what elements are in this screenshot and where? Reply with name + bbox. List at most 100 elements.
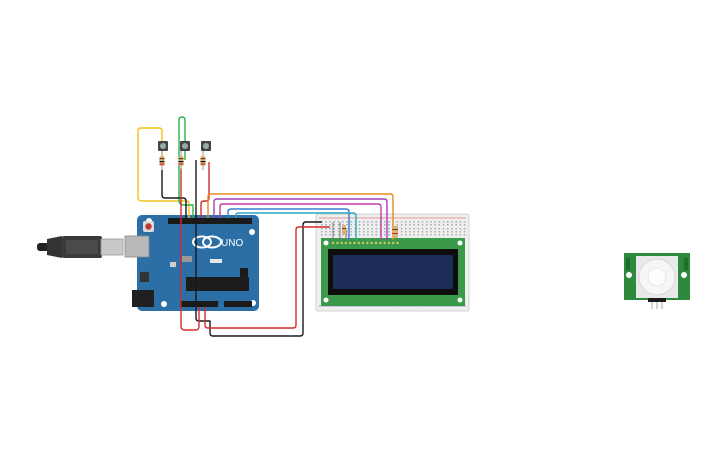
lcd-pin[interactable]	[396, 241, 399, 245]
lcd-pin[interactable]	[366, 241, 369, 245]
breadboard-hole	[371, 221, 373, 223]
wire-red-5v[interactable]	[200, 162, 210, 218]
breadboard-hole	[413, 228, 415, 230]
wires	[137, 116, 394, 337]
breadboard-hole	[438, 234, 441, 236]
breadboard-hole	[367, 228, 369, 230]
wire-orange[interactable]	[207, 193, 394, 240]
wire-red-5v[interactable]	[180, 168, 200, 331]
potentiometer-icon[interactable]	[392, 226, 398, 238]
wire-purple[interactable]	[213, 198, 388, 240]
breadboard-hole	[426, 228, 428, 230]
lcd-pin[interactable]	[383, 241, 386, 245]
breadboard-hole	[375, 224, 378, 226]
wire-yellow[interactable]	[137, 127, 190, 218]
resistor-icon[interactable]	[178, 151, 184, 170]
breadboard-hole	[459, 228, 462, 230]
breadboard-hole	[396, 224, 399, 226]
microcontroller-chip	[186, 277, 249, 291]
breadboard-hole	[447, 228, 449, 230]
breadboard-hole	[434, 228, 436, 230]
breadboard-hole	[333, 228, 336, 230]
breadboard-hole	[459, 231, 462, 233]
lcd-screen	[333, 255, 453, 289]
analog-header[interactable]	[224, 301, 252, 307]
pushbutton-icon[interactable]	[201, 141, 211, 151]
breadboard-hole	[325, 228, 327, 230]
resistor-icon[interactable]	[159, 151, 165, 170]
usb-cable-icon[interactable]	[37, 236, 124, 258]
wire-magenta[interactable]	[219, 203, 382, 240]
breadboard-hole	[371, 234, 373, 236]
breadboard-hole	[375, 234, 378, 236]
wire-red-5v[interactable]	[204, 226, 330, 329]
lcd-pin[interactable]	[379, 241, 382, 245]
breadboard-hole	[447, 221, 449, 223]
breadboard-hole	[438, 224, 441, 226]
pushbutton-icon[interactable]	[180, 141, 190, 151]
breadboard-hole	[409, 224, 411, 226]
breadboard-hole	[363, 221, 365, 223]
breadboard-hole	[451, 231, 453, 233]
lcd-pin[interactable]	[349, 241, 352, 245]
breadboard-hole	[463, 224, 466, 226]
pir-motion-sensor[interactable]	[624, 253, 690, 309]
breadboard-hole	[451, 221, 453, 223]
wire-blue[interactable]	[227, 208, 350, 240]
breadboard-hole	[333, 234, 336, 236]
breadboard-hole	[363, 234, 365, 236]
breadboard-hole	[455, 234, 457, 236]
arduino-uno-board[interactable]: UNO	[124, 215, 259, 311]
breadboard-hole	[363, 231, 365, 233]
breadboard-hole	[442, 221, 445, 223]
breadboard-hole	[371, 231, 373, 233]
breadboard-hole	[384, 224, 386, 226]
breadboard-hole	[371, 228, 373, 230]
lcd-pin[interactable]	[331, 241, 335, 245]
breadboard-hole	[405, 224, 407, 226]
breadboard-hole	[329, 224, 331, 226]
breadboard-hole	[451, 234, 453, 236]
resistor-icon[interactable]	[342, 225, 346, 235]
breadboard-hole	[409, 221, 411, 223]
breadboard-hole	[413, 234, 415, 236]
breadboard-hole	[325, 221, 327, 223]
wire-black-ground[interactable]	[161, 170, 187, 218]
lcd-display-16x2[interactable]	[321, 238, 465, 306]
breadboard-hole	[329, 228, 331, 230]
breadboard-hole	[363, 228, 365, 230]
lcd-pin[interactable]	[336, 241, 339, 245]
breadboard-hole	[325, 224, 327, 226]
pushbutton-icon[interactable]	[158, 141, 168, 151]
lcd-pin[interactable]	[357, 241, 360, 245]
lcd-pin[interactable]	[392, 241, 395, 245]
breadboard-hole	[442, 224, 445, 226]
breadboard-hole	[426, 221, 428, 223]
breadboard-hole	[321, 224, 323, 226]
pushbutton-group	[158, 141, 211, 151]
lcd-pin[interactable]	[361, 241, 365, 245]
lcd-pin[interactable]	[340, 241, 343, 245]
resistor-icon[interactable]	[200, 151, 206, 170]
lcd-pin[interactable]	[387, 241, 391, 245]
breadboard-hole	[455, 231, 457, 233]
lcd-pin[interactable]	[374, 241, 378, 245]
lcd-pin[interactable]	[353, 241, 356, 245]
breadboard-hole	[384, 234, 386, 236]
breadboard-hole	[434, 224, 436, 226]
power-header[interactable]	[180, 301, 218, 307]
lcd-pin[interactable]	[370, 241, 373, 245]
breadboard-hole	[388, 221, 390, 223]
breadboard-hole	[329, 234, 331, 236]
breadboard-hole	[463, 234, 466, 236]
breadboard-hole	[337, 228, 340, 230]
digital-header[interactable]	[168, 218, 252, 224]
breadboard-hole	[342, 224, 344, 226]
breadboard-hole	[417, 231, 420, 233]
breadboard-hole	[321, 231, 323, 233]
lcd-pin[interactable]	[344, 241, 348, 245]
breadboard-hole	[367, 221, 369, 223]
breadboard-hole	[400, 228, 403, 230]
wire-cyan[interactable]	[235, 212, 357, 240]
